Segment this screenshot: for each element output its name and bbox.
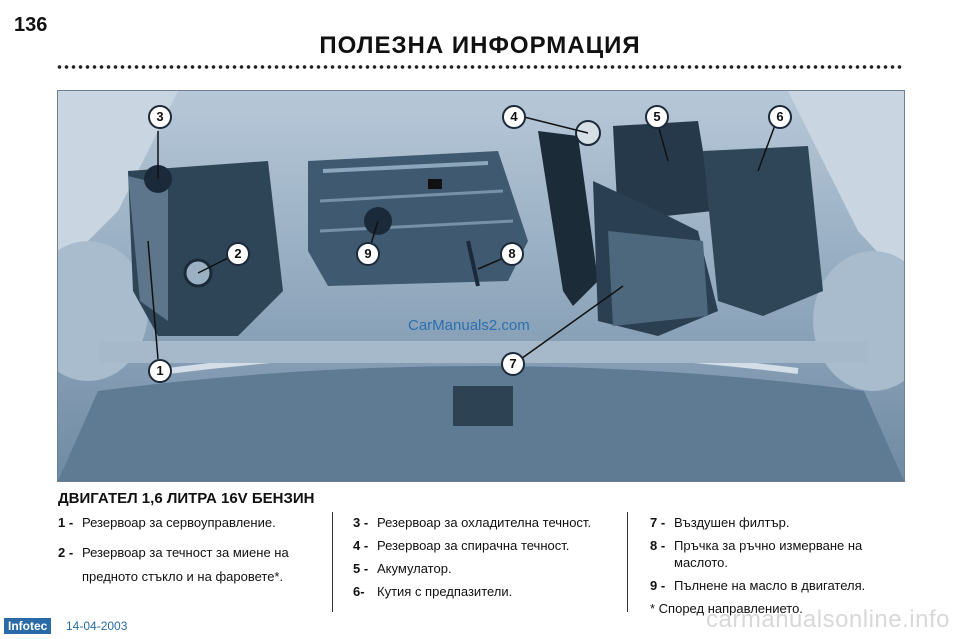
- callout-7: 7: [501, 352, 525, 376]
- dotted-divider: [56, 64, 904, 70]
- legend-column-3: 7 - Въздушен филтър. 8 - Пръчка за ръчно…: [650, 514, 910, 617]
- legend-number: 7 -: [650, 515, 666, 530]
- legend-number: 4 -: [353, 538, 369, 553]
- engine-bay-illustration: [58, 91, 904, 481]
- legend-number: 9 -: [650, 578, 666, 593]
- legend-item: 9 - Пълнене на масло в двигателя.: [650, 577, 910, 594]
- column-divider: [627, 512, 628, 612]
- infotec-logo: Infotec: [4, 618, 52, 634]
- page-title: ПОЛЕЗНА ИНФОРМАЦИЯ: [319, 32, 641, 59]
- column-divider: [332, 512, 333, 612]
- legend-item: 4 - Резервоар за спирачна течност.: [353, 537, 613, 554]
- legend-number: 8 -: [650, 538, 666, 553]
- legend-item: 7 - Въздушен филтър.: [650, 514, 910, 531]
- legend-item: 5 - Акумулатор.: [353, 560, 613, 577]
- legend-text: Въздушен филтър.: [674, 515, 790, 530]
- engine-bay-photo: 1 2 3 4 5 6 7 8 9 CarManuals2.com: [57, 90, 905, 482]
- legend-item: 8 - Пръчка за ръчно измерване на маслото…: [650, 537, 910, 571]
- legend-text: Пълнене на масло в двигателя.: [674, 578, 866, 593]
- legend-text: Кутия с предпазители.: [377, 584, 513, 599]
- section-title: ДВИГАТЕЛ 1,6 ЛИТРА 16V БЕНЗИН: [58, 490, 315, 507]
- callout-5: 5: [645, 105, 669, 129]
- callout-3: 3: [148, 105, 172, 129]
- callout-2: 2: [226, 242, 250, 266]
- callout-4: 4: [502, 105, 526, 129]
- legend-number: 3 -: [353, 515, 369, 530]
- legend-number: 2 -: [58, 545, 74, 560]
- site-watermark: carmanualsonline.info: [706, 606, 950, 633]
- legend-item: 1 - Резервоар за сервоуправление.: [58, 514, 328, 535]
- legend-text: Акумулатор.: [377, 561, 452, 576]
- legend-text: Пръчка за ръчно измерване на маслото.: [674, 538, 863, 570]
- page-number: 136: [14, 14, 48, 36]
- figure-watermark: CarManuals2.com: [408, 317, 530, 334]
- callout-9: 9: [356, 242, 380, 266]
- callout-1: 1: [148, 359, 172, 383]
- legend-number: 1 -: [58, 515, 74, 530]
- legend-column-2: 3 - Резервоар за охладителна течност. 4 …: [353, 514, 613, 606]
- legend-item: 6- Кутия с предпазители.: [353, 583, 613, 600]
- footer-date: 14-04-2003: [66, 619, 128, 633]
- legend-text: Резервоар за охладителна течност.: [377, 515, 592, 530]
- legend-text: Резервоар за течност за миене на преднот…: [82, 545, 289, 584]
- legend-item: 2 - Резервоар за течност за миене на пре…: [58, 544, 328, 589]
- legend-number: 5 -: [353, 561, 369, 576]
- legend-text: Резервоар за сервоуправление.: [82, 515, 276, 530]
- callout-8: 8: [500, 242, 524, 266]
- callout-6: 6: [768, 105, 792, 129]
- footnote: * Според направлението.: [650, 601, 803, 616]
- legend-text: Резервоар за спирачна течност.: [377, 538, 570, 553]
- legend-number: 6-: [353, 584, 365, 599]
- legend-item: 3 - Резервоар за охладителна течност.: [353, 514, 613, 531]
- legend-column-1: 1 - Резервоар за сервоуправление. 2 - Ре…: [58, 514, 328, 598]
